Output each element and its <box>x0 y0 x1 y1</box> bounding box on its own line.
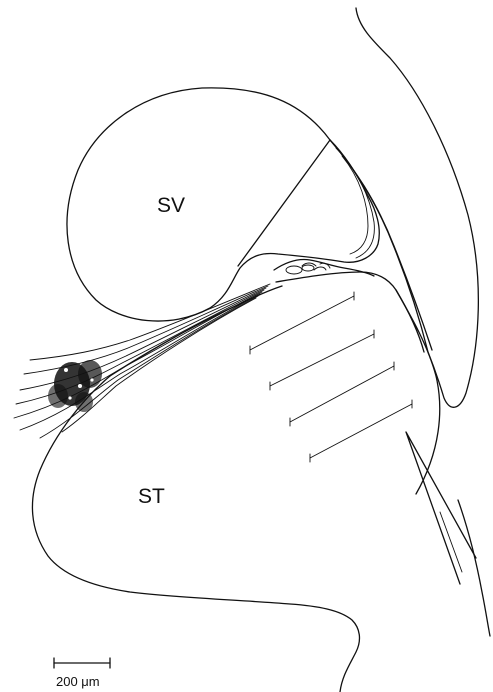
outer-wall-lower <box>458 500 490 636</box>
scale-bar: 200 μm <box>54 658 110 689</box>
hair-cell-strokes <box>302 263 330 270</box>
recording-tracks <box>250 292 412 462</box>
hair-cell-cluster-2 <box>302 265 314 271</box>
reissner-membrane <box>238 140 330 266</box>
scala-tympani-right <box>396 290 440 494</box>
outer-wall-upper <box>330 8 478 407</box>
label-st: ST <box>138 485 165 508</box>
label-sv: SV <box>157 194 185 217</box>
spiral-ganglion <box>48 360 102 412</box>
scala-media-upper-wall <box>330 140 432 350</box>
basilar-membrane <box>276 272 424 352</box>
nerve-fibre-bundle <box>14 284 270 438</box>
electrode-inner <box>440 512 462 572</box>
stria-curve-inner <box>342 156 368 254</box>
track-2 <box>270 334 374 386</box>
scale-bar-label: 200 μm <box>56 674 100 689</box>
scala-vestibuli-outline <box>67 88 379 321</box>
scala-tympani-top <box>110 286 282 376</box>
track-4 <box>310 404 412 458</box>
electrode-needle <box>406 432 476 584</box>
scala-tympani-outline <box>32 376 359 692</box>
stria-curve <box>336 148 374 258</box>
hair-cell-cluster-1 <box>286 266 302 274</box>
track-1 <box>250 296 354 350</box>
track-3 <box>290 366 394 422</box>
